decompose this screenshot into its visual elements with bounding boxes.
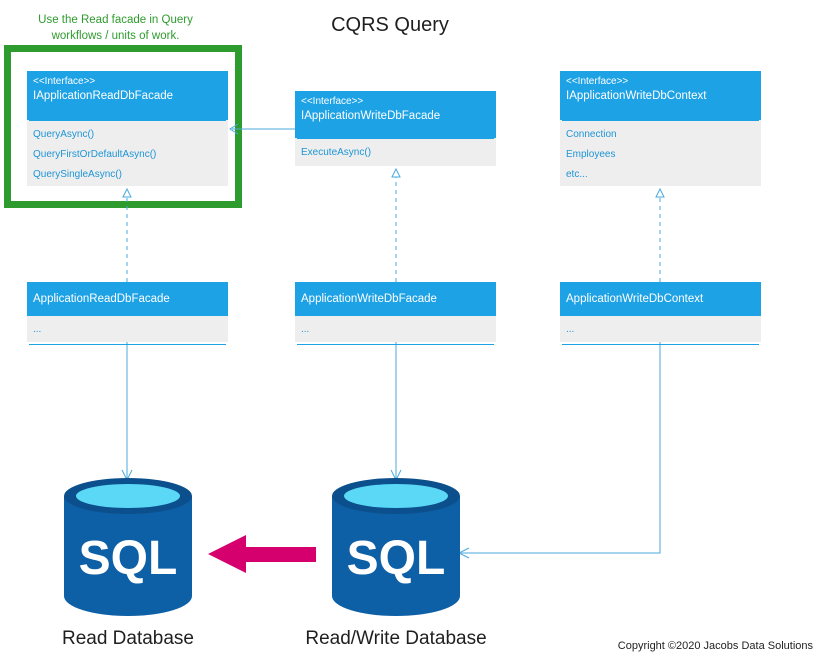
interface-read-db-facade: <<Interface>> IApplicationReadDbFacade Q… (27, 71, 228, 186)
member-property: Connection (566, 129, 617, 140)
member-property: etc... (566, 169, 588, 180)
member-method: QueryFirstOrDefaultAsync() (33, 149, 157, 160)
member-separator (297, 344, 494, 345)
stereotype-label: <<Interface>> (301, 96, 364, 107)
member-method: ExecuteAsync() (301, 147, 372, 158)
realization-triangle-read (122, 187, 132, 198)
sync-arrow (208, 535, 316, 573)
class-name: ApplicationWriteDbFacade (301, 293, 437, 305)
read-write-database-label: Read/Write Database (305, 628, 487, 649)
member-separator (29, 344, 226, 345)
interface-write-db-context: <<Interface>> IApplicationWriteDbContext… (560, 71, 761, 186)
member-separator (29, 120, 226, 121)
stereotype-label: <<Interface>> (566, 76, 629, 87)
member-placeholder: ... (33, 324, 42, 335)
read-write-database-icon: SQL (332, 478, 460, 616)
member-separator (297, 138, 494, 139)
member-method: QueryAsync() (33, 129, 95, 140)
interface-write-db-facade: <<Interface>> IApplicationWriteDbFacade … (295, 91, 496, 166)
class-name: IApplicationWriteDbFacade (301, 110, 441, 122)
class-application-write-db-facade: ApplicationWriteDbFacade ... (295, 282, 496, 345)
context-to-db-line (461, 342, 661, 554)
read-facade-highlight (4, 45, 242, 208)
class-name: IApplicationWriteDbContext (566, 90, 707, 102)
member-property: Employees (566, 149, 616, 160)
class-name: ApplicationReadDbFacade (33, 293, 170, 305)
class-application-read-db-facade: ApplicationReadDbFacade ... (27, 282, 228, 345)
member-separator (562, 344, 759, 345)
class-name: ApplicationWriteDbContext (566, 293, 704, 305)
member-method: QuerySingleAsync() (33, 169, 122, 180)
sql-text: SQL (79, 532, 178, 585)
diagram-title: CQRS Query (331, 14, 449, 36)
stereotype-label: <<Interface>> (33, 76, 96, 87)
class-application-write-db-context: ApplicationWriteDbContext ... (560, 282, 761, 345)
realization-triangle-write-context (655, 187, 665, 198)
member-placeholder: ... (566, 324, 575, 335)
member-separator (562, 120, 759, 121)
read-database-label: Read Database (61, 628, 195, 649)
class-name: IApplicationReadDbFacade (33, 90, 174, 102)
member-placeholder: ... (301, 324, 310, 335)
realization-triangle-write-facade (391, 167, 401, 178)
usage-note: Use the Read facade in Query workflows /… (38, 14, 193, 42)
read-database-icon: SQL (64, 478, 192, 616)
sql-text: SQL (347, 532, 446, 585)
copyright-text: Copyright ©2020 Jacobs Data Solutions (617, 640, 813, 652)
association-arrowhead (229, 123, 239, 135)
